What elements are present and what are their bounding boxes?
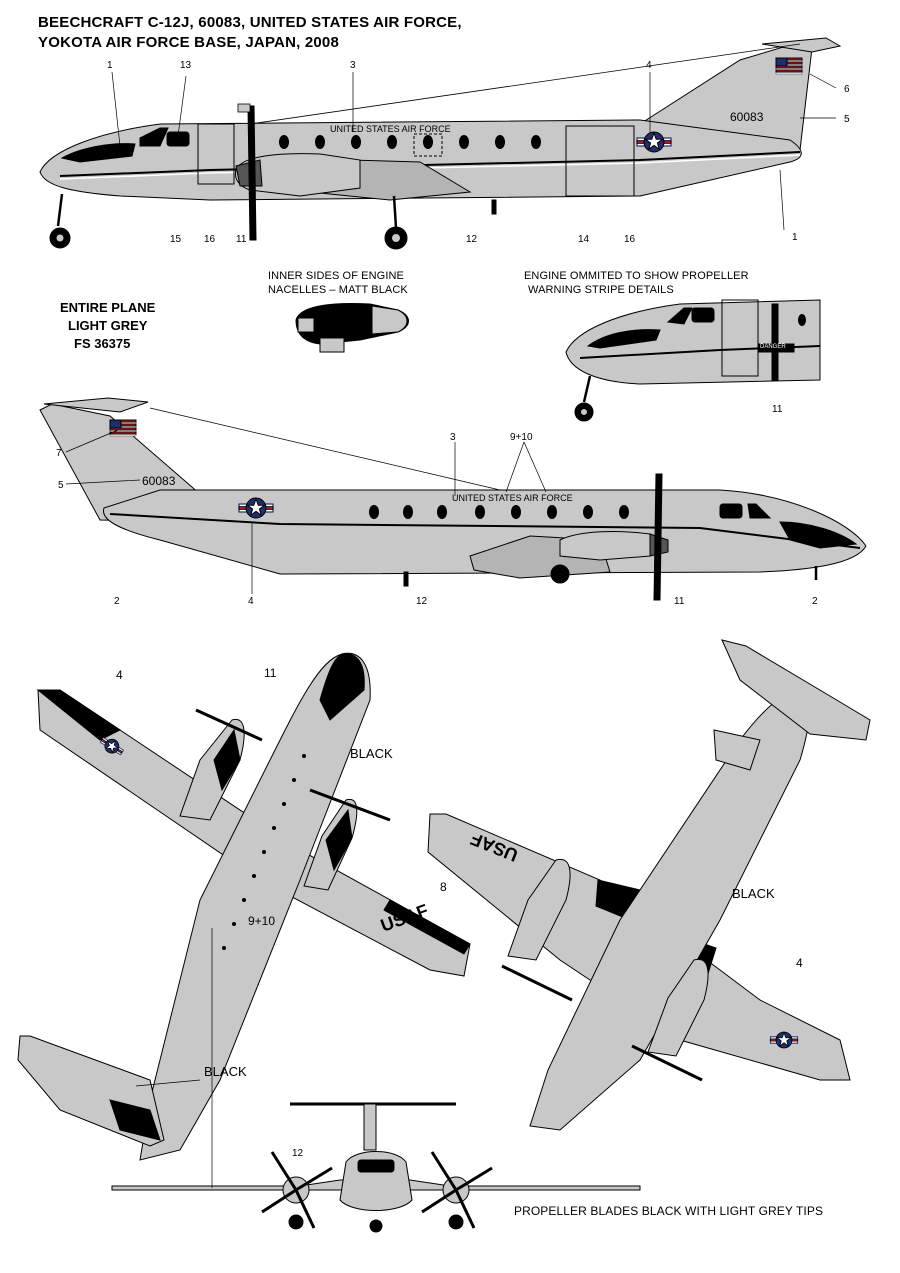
planform-top	[17, 652, 471, 1161]
callout-910-top: 9+10	[248, 914, 276, 928]
black-label-nose: BLACK	[350, 746, 393, 761]
title-line1: BEECHCRAFT C-12J, 60083, UNITED STATES A…	[38, 14, 462, 31]
engine-note-line1: ENGINE OMMITED TO SHOW PROPELLER	[524, 270, 749, 282]
callout-4-left: 4	[646, 60, 652, 71]
callout-5-right: 5	[58, 480, 64, 491]
callout-4-right: 4	[248, 596, 254, 607]
callout-12-right: 12	[416, 596, 428, 607]
callout-16-rear: 16	[624, 234, 636, 245]
front-view	[111, 1102, 641, 1233]
callout-12-left: 12	[466, 234, 478, 245]
forward-fuselage-inset	[565, 299, 821, 422]
callout-7: 7	[56, 448, 62, 459]
callout-16-front: 16	[204, 234, 216, 245]
nacelle-note-line2: NACELLES – MATT BLACK	[268, 284, 408, 296]
black-label-tail: BLACK	[204, 1064, 247, 1079]
engine-note-line2: WARNING STRIPE DETAILS	[528, 284, 674, 296]
nacelle-note-line1: INNER SIDES OF ENGINE	[268, 270, 404, 282]
danger-marking: DANGER	[760, 344, 786, 350]
callout-11-inset: 11	[772, 404, 783, 415]
serial-right: 60083	[142, 474, 176, 488]
callout-3-left: 3	[350, 60, 356, 71]
nacelle-inset	[295, 303, 409, 353]
callout-1-nose: 1	[107, 60, 113, 71]
callout-14: 14	[578, 234, 590, 245]
callout-6: 6	[844, 84, 850, 95]
fuselage-marking-left: UNITED STATES AIR FORCE	[330, 124, 451, 134]
callout-4-bottom: 4	[796, 956, 803, 970]
callout-910-right: 9+10	[510, 432, 533, 443]
callout-11-left: 11	[236, 234, 247, 245]
side-view-right	[39, 397, 867, 601]
paint-note-line1: ENTIRE PLANE	[60, 300, 156, 315]
title-line2: YOKOTA AIR FORCE BASE, JAPAN, 2008	[38, 34, 340, 51]
callout-12-front: 12	[292, 1148, 304, 1159]
fuselage-marking-right: UNITED STATES AIR FORCE	[452, 493, 573, 503]
propeller-note: PROPELLER BLADES BLACK WITH LIGHT GREY T…	[514, 1204, 824, 1218]
callout-2-nose: 2	[812, 596, 818, 607]
callout-13: 13	[180, 60, 192, 71]
callout-11-right: 11	[674, 596, 685, 607]
paint-note-line3: FS 36375	[74, 336, 131, 351]
callout-15: 15	[170, 234, 182, 245]
serial-left: 60083	[730, 110, 764, 124]
callout-8: 8	[440, 880, 447, 894]
planform-bottom	[427, 639, 871, 1131]
paint-note-line2: LIGHT GREY	[68, 318, 148, 333]
callout-4-top: 4	[116, 668, 123, 682]
callout-3-right: 3	[450, 432, 456, 443]
leader-lines	[65, 71, 837, 1188]
black-label-bottom: BLACK	[732, 886, 775, 901]
callout-5-left: 5	[844, 114, 850, 125]
side-view-left	[39, 37, 842, 250]
callout-11-top: 11	[264, 666, 277, 680]
callout-2-tail: 2	[114, 596, 120, 607]
callout-1-tail: 1	[792, 232, 798, 243]
